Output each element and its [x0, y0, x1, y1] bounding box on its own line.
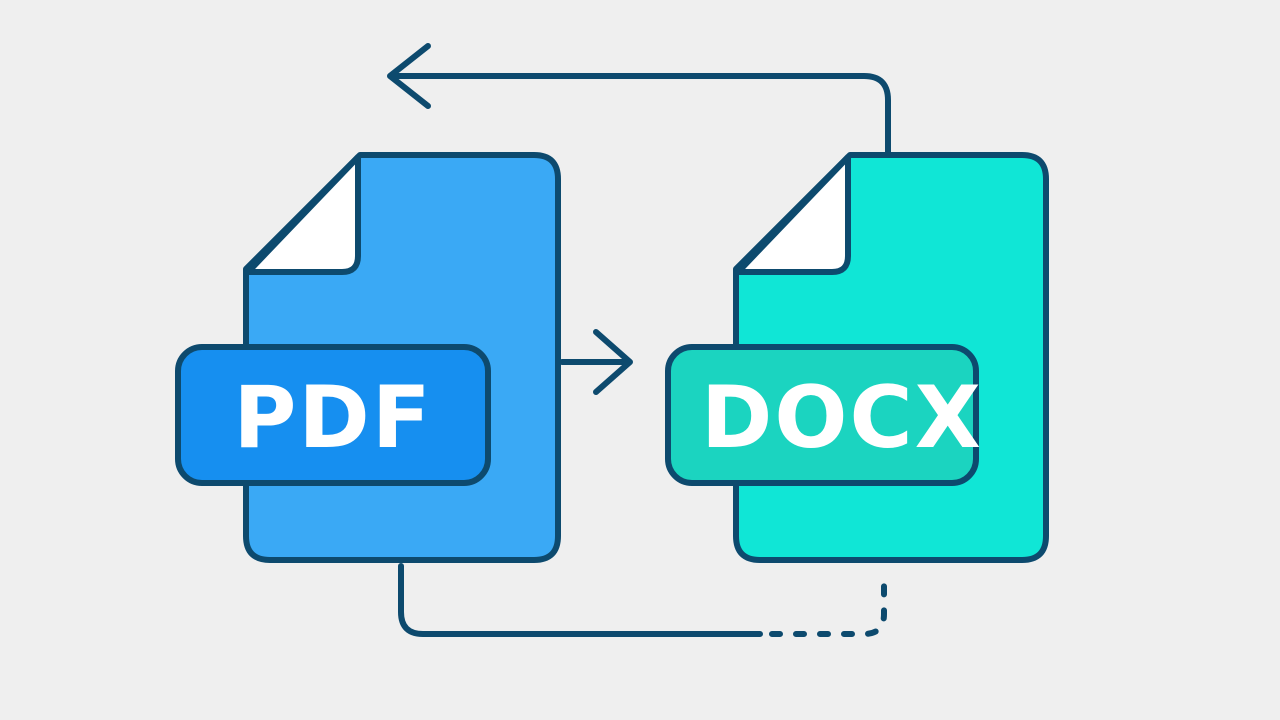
- return-arrow-icon: [387, 43, 431, 109]
- return-loop-line: [389, 73, 891, 159]
- pdf-label: PDF: [233, 368, 432, 468]
- bottom-connector-line: [398, 563, 763, 637]
- pdf-page-fold: [245, 154, 361, 275]
- convert-arrow-icon: [593, 329, 633, 395]
- docx-document-icon: DOCX: [665, 152, 1049, 563]
- pdf-label-badge: [175, 344, 491, 486]
- pdf-document-icon: PDF: [175, 152, 561, 563]
- docx-label-badge: [665, 344, 979, 486]
- docx-label: DOCX: [701, 368, 983, 468]
- bottom-connector-dotted: [769, 569, 887, 637]
- docx-page-fold: [735, 154, 851, 275]
